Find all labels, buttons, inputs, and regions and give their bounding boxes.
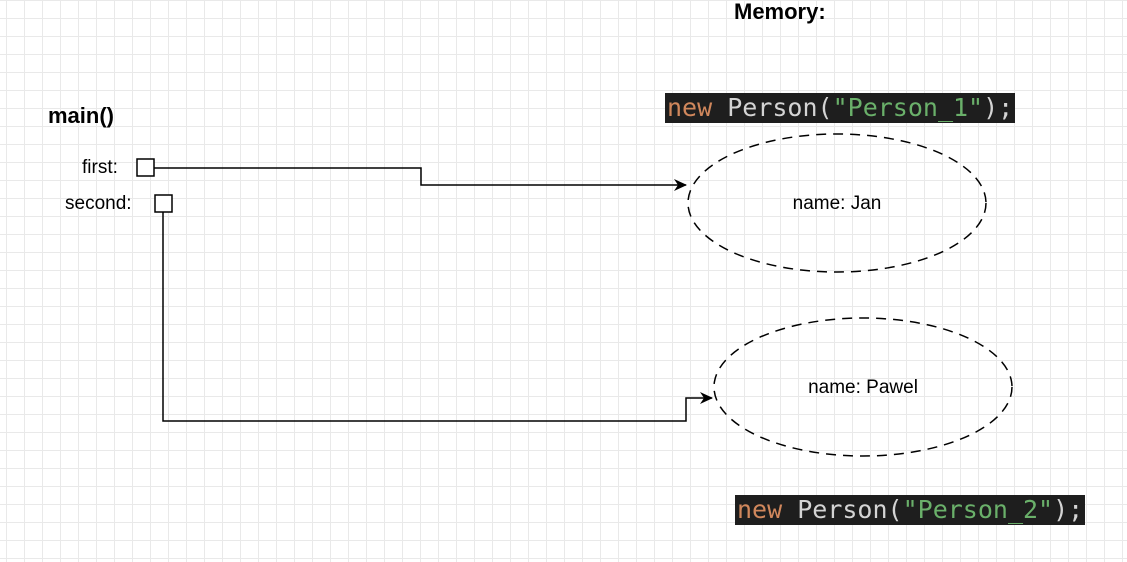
person-object-jan[interactable] <box>687 133 987 273</box>
main-title: main() <box>48 103 114 128</box>
code-snippet-person-2: new Person("Person_2"); <box>735 495 1086 525</box>
code-class-name: Person <box>727 93 818 122</box>
second-variable-label: second: <box>65 193 132 214</box>
second-variable-box[interactable] <box>154 194 173 213</box>
code-class-name: Person <box>797 495 888 524</box>
code-paren-close: ); <box>983 93 1014 122</box>
object-jan-name: name: Jan <box>792 193 882 214</box>
code-keyword: new <box>737 495 783 524</box>
code-snippet-person-1: new Person("Person_1"); <box>665 93 1016 123</box>
reference-arrow-second <box>162 212 713 422</box>
code-paren-open: ( <box>887 495 903 524</box>
code-paren-open: ( <box>817 93 833 122</box>
object-pawel-name: name: Pawel <box>808 377 918 398</box>
code-string: "Person_2" <box>902 495 1054 524</box>
first-variable-box[interactable] <box>136 158 155 177</box>
person-object-pawel[interactable] <box>713 317 1013 457</box>
code-paren-close: ); <box>1053 495 1084 524</box>
code-string: "Person_1" <box>832 93 984 122</box>
code-keyword: new <box>667 93 713 122</box>
memory-title: Memory: <box>734 0 826 24</box>
reference-arrow-first <box>154 167 687 191</box>
first-variable-label: first: <box>82 157 118 178</box>
